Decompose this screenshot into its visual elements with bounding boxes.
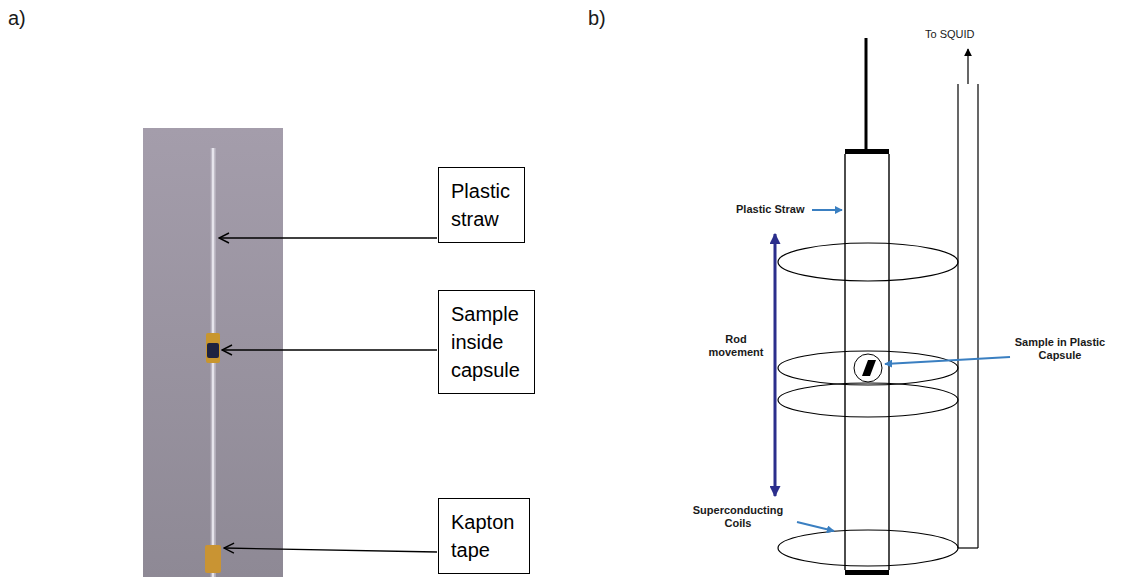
part-label: Plastic Straw xyxy=(736,203,804,216)
box-label: Plastic straw xyxy=(451,177,512,233)
movement-arrow xyxy=(774,234,777,496)
leader-arrows xyxy=(219,238,437,552)
sample xyxy=(207,343,219,358)
part-label: To SQUID xyxy=(925,28,975,41)
coil xyxy=(778,351,958,385)
sample-photo xyxy=(143,128,283,577)
leader-arrow xyxy=(219,237,437,238)
pointer-arrow xyxy=(797,522,834,531)
box-label: Kapton tape xyxy=(451,508,517,564)
label-box: Sample inside capsule xyxy=(438,290,535,394)
squid-wire xyxy=(958,547,978,548)
coil xyxy=(778,383,958,417)
rod xyxy=(865,38,868,152)
box-label: Sample inside capsule xyxy=(451,300,522,384)
straw-wall xyxy=(844,154,845,570)
sample xyxy=(862,360,876,376)
squid-wire xyxy=(977,84,978,548)
straw-cap xyxy=(845,149,889,154)
capsule xyxy=(854,354,882,382)
leader-arrow xyxy=(224,548,437,552)
straw-cap xyxy=(845,570,889,575)
part-label: Superconducting Coils xyxy=(684,504,792,530)
part-label: Rod movement xyxy=(704,333,768,359)
photo-background xyxy=(143,128,283,577)
coil xyxy=(778,530,958,566)
pointer-arrow xyxy=(885,357,1010,364)
coil xyxy=(778,243,958,281)
label-box: Kapton tape xyxy=(438,498,530,574)
capsule xyxy=(206,333,220,363)
label-box: Plastic straw xyxy=(438,167,525,243)
squid-wire xyxy=(957,84,958,548)
panel-label: b) xyxy=(588,6,606,30)
part-label: Sample in Plastic Capsule xyxy=(1014,336,1106,362)
straw-wall xyxy=(888,154,889,570)
panel-label: a) xyxy=(8,6,26,30)
squid-schematic xyxy=(775,38,1010,575)
squid-arrow xyxy=(967,49,968,84)
leader-arrow xyxy=(222,349,437,350)
pointer-arrow xyxy=(812,209,842,211)
kapton-tape xyxy=(205,545,221,573)
